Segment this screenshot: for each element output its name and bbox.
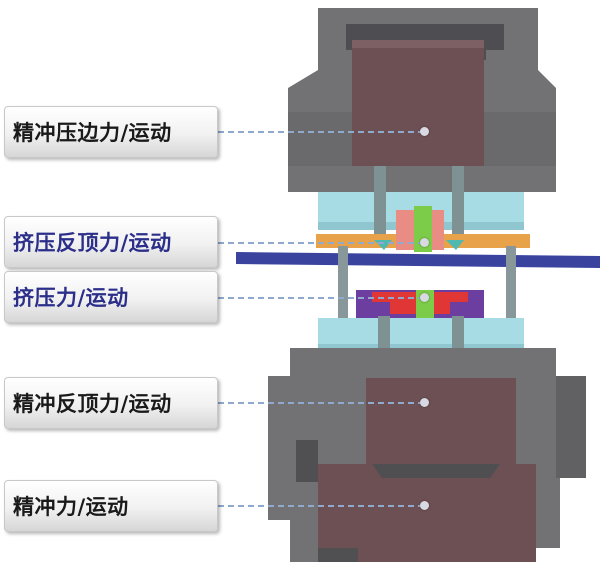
- upper-ram-highlight: [352, 40, 484, 48]
- leader-line-blanking: [218, 505, 424, 507]
- lower-frame-side-shade: [556, 376, 586, 478]
- guide-post-left: [338, 246, 348, 326]
- label-blanking-force: 精冲力/运动: [4, 480, 218, 532]
- upper-guide-column-right: [452, 166, 464, 236]
- marker-dot-extrusion: [420, 293, 429, 302]
- sheet-metal: [236, 252, 600, 268]
- label-blankholder-force: 精冲压边力/运动: [4, 106, 218, 158]
- label-counter-punch-force: 精冲反顶力/运动: [4, 377, 218, 429]
- marker-dot-counter-punch: [420, 398, 429, 407]
- lower-ram-base: [318, 464, 536, 562]
- marker-dot-blanking: [420, 501, 429, 510]
- marker-dot-extrusion-counter: [420, 238, 429, 247]
- upper-flange-left: [288, 112, 352, 166]
- label-extrusion-counter-force: 挤压反顶力/运动: [4, 216, 218, 268]
- guide-post-right: [506, 246, 516, 326]
- upper-guide-column-left: [374, 166, 386, 236]
- label-extrusion-force: 挤压力/运动: [4, 271, 218, 323]
- lower-frame-recess-bottom: [318, 548, 358, 562]
- right-wedge: [446, 240, 464, 250]
- lower-frame-recess-left: [296, 440, 318, 482]
- leader-line-extrusion: [218, 297, 424, 299]
- lower-ram: [366, 378, 516, 464]
- leader-line-blankholder: [218, 131, 424, 133]
- upper-flange-right: [484, 112, 556, 166]
- upper-ram: [352, 40, 484, 166]
- leader-line-counter-punch: [218, 402, 424, 404]
- leader-line-extrusion-counter: [218, 242, 424, 244]
- marker-dot-blankholder: [420, 127, 429, 136]
- lower-ram-notch: [372, 464, 500, 478]
